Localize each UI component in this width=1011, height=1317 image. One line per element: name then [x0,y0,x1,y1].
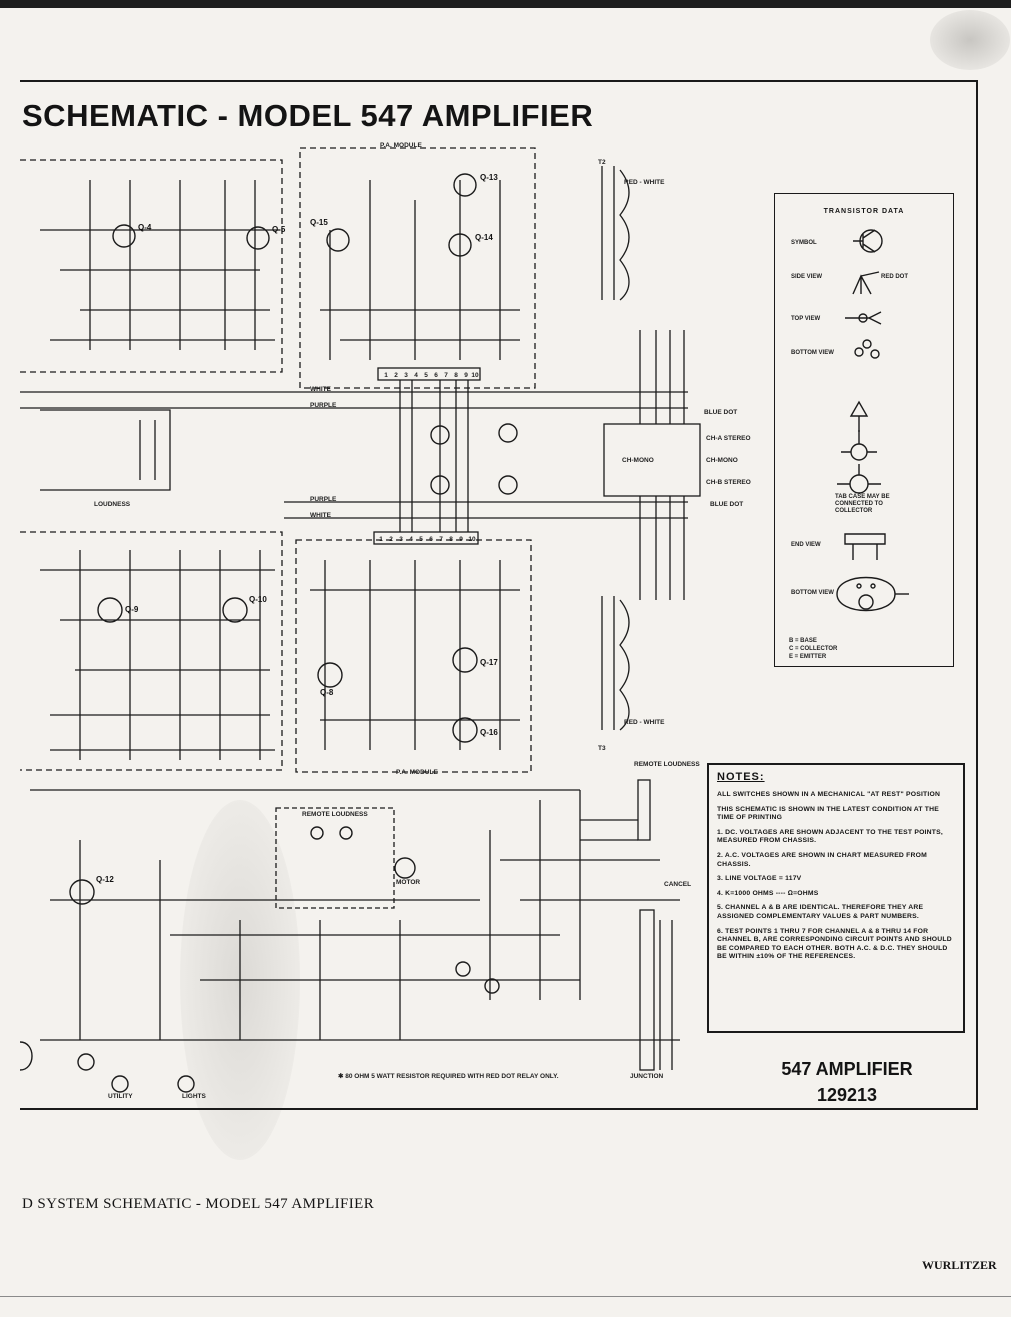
remote-loudness-box-label: REMOTE LOUDNESS [302,811,368,818]
utility-label: UTILITY [108,1093,133,1100]
transistor-ref: Q-15 [310,218,328,227]
top-view-label: TOP VIEW [791,316,821,322]
page-title: SCHEMATIC - MODEL 547 AMPLIFIER [22,98,594,133]
motor-label: MOTOR [396,879,420,886]
top-view-icon [845,311,882,325]
wire-label-blue-dot-top: BLUE DOT [704,409,737,416]
red-dot-label: RED DOT [881,274,908,280]
end-view-icon [844,533,886,560]
svg-text:4: 4 [414,372,418,379]
cancel-label: CANCEL [664,881,691,888]
tab-case-icon [849,474,869,494]
pa-module-bottom-label: P.A. MODULE [396,769,438,776]
note-item: 3. LINE VOLTAGE = 117V [717,875,802,883]
wire-label-blue-dot-bottom: BLUE DOT [710,501,743,508]
lights-label: LIGHTS [182,1093,206,1100]
transistor-ref: Q-10 [249,595,267,604]
note-item: ALL SWITCHES SHOWN IN A MECHANICAL "AT R… [717,791,941,798]
transformer-red-white-top: RED - WHITE [624,179,665,186]
svg-text:8: 8 [449,536,453,543]
transistor-ref: Q-9 [125,605,139,614]
junction-label: JUNCTION [630,1073,664,1080]
selector-ch-mono: CH-MONO [706,457,738,464]
notes-box: NOTES: ALL SWITCHES SHOWN IN A MECHANICA… [707,763,965,1033]
svg-text:2: 2 [389,536,393,543]
remote-loudness-label: REMOTE LOUDNESS [634,761,700,768]
svg-text:7: 7 [444,372,448,379]
wire-label-purple-bottom: PURPLE [310,496,337,503]
svg-text:9: 9 [459,536,463,543]
note-item: 2. A.C. VOLTAGES ARE SHOWN IN CHART MEAS… [717,851,927,868]
svg-text:1: 1 [379,536,383,543]
wire-label-white-bottom: WHITE [310,512,332,519]
case-side-icon [849,400,869,432]
end-view-label: END VIEW [791,542,821,548]
page-caption: D SYSTEM SCHEMATIC - MODEL 547 AMPLIFIER [22,1196,375,1212]
note-item: 4. K=1000 OHMS ---- Ω=OHMS [717,889,819,897]
model-name: 547 AMPLIFIER [781,1059,913,1079]
wire-label-white-top: WHITE [310,386,332,393]
svg-text:9: 9 [464,372,468,379]
schematic-frame [20,80,978,1110]
svg-text:2: 2 [394,372,398,379]
symbol-leads [853,229,876,253]
transistor-drawings [836,229,909,612]
model-number: 129213 [816,1085,878,1105]
transformer-t3-label: T3 [598,745,606,752]
svg-text:3: 3 [404,372,408,379]
svg-text:7: 7 [439,536,443,543]
svg-text:4: 4 [409,536,413,543]
side-view-icon [852,271,880,295]
note-item: 1. DC. VOLTAGES ARE SHOWN ADJACENT TO TH… [717,828,943,845]
transistor-ref: Q-4 [138,223,152,232]
legend-collector: C = COLLECTOR [789,646,838,652]
notes-heading: NOTES: [717,771,765,783]
note-item: THIS SCHEMATIC IS SHOWN IN THE LATEST CO… [717,805,940,822]
transistor-ref: Q-13 [480,173,498,182]
svg-text:6: 6 [429,536,433,543]
case-top-icon [850,443,868,461]
transistor-data-box: TRANSISTOR DATA SYMBOL SIDE VIEW RED DOT… [774,193,954,667]
transistor-ref: Q-5 [272,225,286,234]
loudness-label: LOUDNESS [94,501,131,508]
selector-ch-b-stereo: CH-B STEREO [706,479,751,486]
bottom-rule [0,1296,1011,1297]
legend-emitter: E = EMITTER [789,654,827,660]
model-block: 547 AMPLIFIER 129213 [742,1056,952,1108]
transistor-data-heading: TRANSISTOR DATA [823,208,905,215]
legend-base: B = BASE [789,638,817,644]
svg-text:3: 3 [399,536,403,543]
selector-ch-a-stereo: CH-A STEREO [706,435,751,442]
svg-text:1: 1 [384,372,388,379]
svg-text:5: 5 [419,536,423,543]
bottom-view-2-label: BOTTOM VIEW [791,590,834,596]
svg-text:10: 10 [468,536,476,543]
svg-text:6: 6 [434,372,438,379]
note-item: 6. TEST POINTS 1 THRU 7 FOR CHANNEL A & … [717,927,952,961]
svg-text:5: 5 [424,372,428,379]
symbol-label: SYMBOL [791,240,817,246]
pa-module-top-label: P.A. MODULE [380,142,422,149]
transistor-ref: Q-17 [480,658,498,667]
resistor-note: ✱ 80 OHM 5 WATT RESISTOR REQUIRED WITH R… [338,1072,559,1080]
wire-label-purple-top: PURPLE [310,402,337,409]
transistor-ref: Q-8 [320,688,334,697]
note-item: 5. CHANNEL A & B ARE IDENTICAL. THEREFOR… [717,904,924,920]
svg-text:8: 8 [454,372,458,379]
transistor-ref: Q-16 [480,728,498,737]
svg-text:10: 10 [471,372,479,379]
transformer-red-white-bottom: RED - WHITE [624,719,665,726]
selector-ch-mono-inner: CH-MONO [622,457,654,464]
transistor-ref: Q-14 [475,233,493,242]
brand-name: WURLITZER [922,1258,997,1272]
tab-note: TAB CASE MAY BE CONNECTED TO COLLECTOR [835,494,890,514]
transistor-ref: Q-12 [96,875,114,884]
side-view-label: SIDE VIEW [791,274,823,280]
scan-smudge [930,10,1010,70]
transformer-t2-label: T2 [598,159,606,166]
power-transistor-bottom-icon [836,576,896,612]
bottom-view-label: BOTTOM VIEW [791,350,834,356]
top-edge-bar [0,0,1011,8]
